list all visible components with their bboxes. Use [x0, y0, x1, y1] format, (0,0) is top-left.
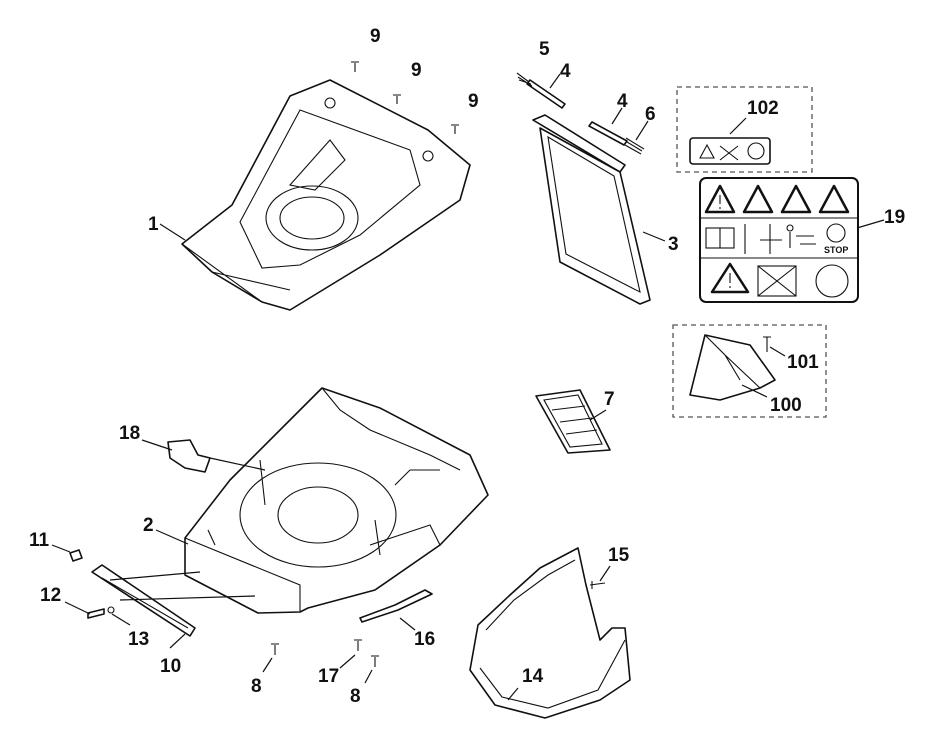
part-18-clip — [167, 439, 266, 473]
decal-stop-text: STOP — [824, 245, 848, 255]
part-14-rear-skirt — [469, 547, 631, 719]
label-100: 100 — [770, 395, 802, 416]
label-5: 5 — [539, 39, 550, 60]
part-12-13-screw-washer — [87, 606, 115, 619]
label-9c: 9 — [468, 91, 479, 112]
leader-lines — [51, 73, 885, 701]
label-6: 6 — [645, 104, 656, 125]
label-11: 11 — [29, 530, 50, 551]
part-7-grille — [535, 389, 611, 454]
part-4-5-6-hinge-pins — [516, 72, 645, 155]
part-10-front-bar — [91, 564, 256, 637]
part-11-nut — [69, 549, 83, 562]
label-14: 14 — [522, 666, 544, 687]
part-8-17-screws — [271, 639, 379, 667]
label-18: 18 — [119, 423, 140, 444]
label-9b: 9 — [411, 60, 422, 81]
label-12: 12 — [40, 585, 61, 606]
label-3: 3 — [668, 234, 679, 255]
part-labels: 1 2 3 4 4 5 6 7 8 8 9 9 9 10 11 12 13 14… — [29, 26, 905, 707]
part-3-rear-flap — [532, 114, 651, 305]
label-4a: 4 — [560, 61, 571, 82]
label-7: 7 — [604, 389, 615, 410]
part-16-strip — [359, 589, 433, 623]
label-4b: 4 — [617, 91, 628, 112]
label-101: 101 — [787, 352, 819, 373]
label-10: 10 — [160, 656, 181, 677]
label-17: 17 — [318, 666, 339, 687]
part-19-warning-decal — [699, 177, 859, 303]
label-102: 102 — [747, 98, 779, 119]
part-9-screws — [351, 61, 459, 134]
part-15-screw — [589, 581, 606, 589]
part-2-main-deck — [184, 387, 489, 614]
part-1-top-cover — [181, 79, 471, 311]
label-9a: 9 — [370, 26, 381, 47]
label-1: 1 — [148, 214, 159, 235]
hand-blade-icon — [815, 264, 849, 298]
label-8a: 8 — [251, 676, 262, 697]
label-19: 19 — [884, 207, 905, 228]
label-15: 15 — [608, 545, 630, 566]
part-100-101-box — [672, 324, 827, 418]
part-102-decal-box — [676, 86, 813, 173]
label-2: 2 — [143, 515, 154, 536]
label-8b: 8 — [350, 686, 361, 707]
label-13: 13 — [128, 629, 149, 650]
label-16: 16 — [414, 629, 435, 650]
stop-rotor-icon — [826, 223, 846, 243]
